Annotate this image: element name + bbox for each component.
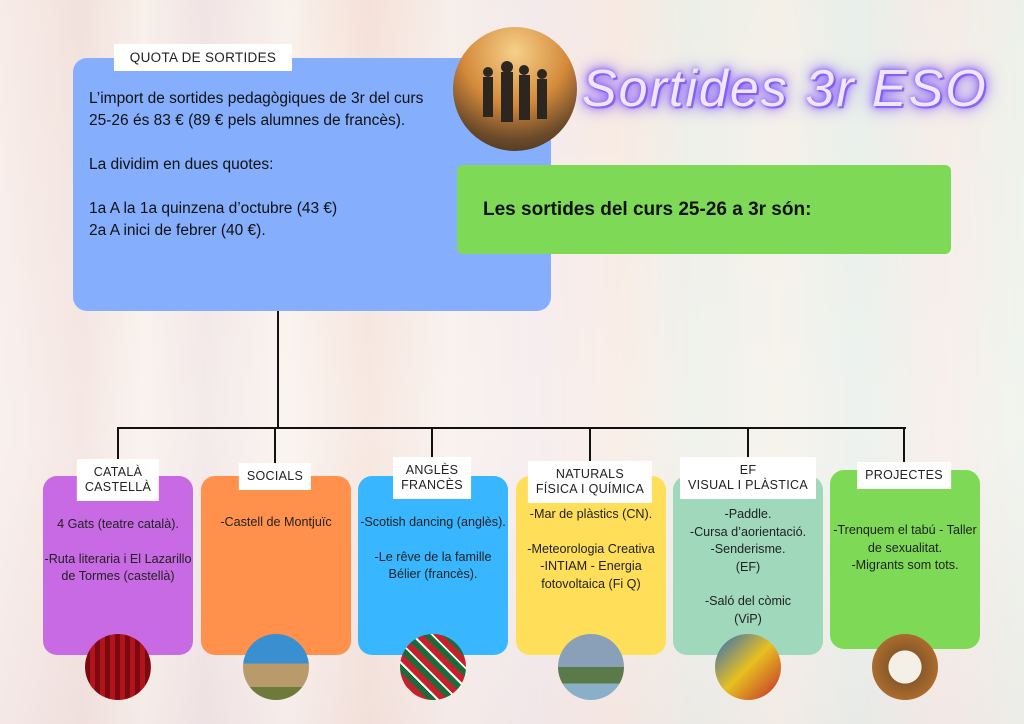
hikers-icon — [483, 61, 547, 122]
connector — [277, 311, 279, 429]
subject-card: -Trenquem el tabú - Taller de sexualitat… — [830, 470, 980, 649]
activity-item: -Scotish dancing (anglès). — [360, 515, 506, 529]
subject-label: EF VISUAL I PLÀSTICA — [680, 457, 816, 499]
subject-card: -Scotish dancing (anglès). -Le rêve de la… — [358, 476, 508, 655]
subject-card: -Castell de Montjuïc — [201, 476, 351, 655]
activity-item: -Paddle. -Cursa d’aorientació. -Senderis… — [689, 507, 807, 574]
comic-photo — [715, 634, 781, 700]
quota-text-1: L’import de sortides pedagògiques de 3r … — [89, 90, 424, 129]
activity-item: -Meteorologia Creativa -INTIAM - Energia… — [527, 541, 655, 591]
subject-card: -Paddle. -Cursa d’aorientació. -Senderis… — [673, 476, 823, 655]
connector — [274, 428, 276, 463]
connector — [589, 428, 591, 461]
activity-item: -Mar de plàstics (CN). — [529, 507, 653, 521]
activity-item: -Saló del còmic (ViP) — [704, 594, 792, 626]
rainbow-photo — [558, 634, 624, 700]
headline-box: Les sortides del curs 25-26 a 3r són: — [457, 165, 951, 254]
activity-item: 4 Gats (teatre català). — [57, 517, 179, 531]
castle-photo — [243, 634, 309, 700]
subject-label: PROJECTES — [857, 462, 951, 489]
quota-label: QUOTA DE SORTIDES — [114, 44, 292, 71]
connector — [431, 428, 433, 457]
theatre-curtain-photo — [85, 634, 151, 700]
connector — [747, 428, 749, 457]
connector — [903, 428, 905, 462]
subject-card: -Mar de plàstics (CN). -Meteorologia Crea… — [516, 476, 666, 655]
headline: Les sortides del curs 25-26 a 3r són: — [483, 198, 812, 220]
subject-label: CATALÀ CASTELLÀ — [76, 459, 160, 501]
subject-label: SOCIALS — [238, 463, 312, 490]
connector — [117, 427, 906, 429]
page-title: Sortides 3r ESO — [582, 60, 988, 118]
activity-item: -Castell de Montjuïc — [220, 515, 332, 529]
subject-card: 4 Gats (teatre català). -Ruta literaria i… — [43, 476, 193, 655]
connector — [117, 428, 119, 459]
quota-line-1: 1a A la 1a quinzena d’octubre (43 €) — [89, 200, 338, 217]
subject-label: ANGLÈS FRANCÈS — [393, 457, 471, 499]
quota-line-2: 2a A inici de febrer (40 €). — [89, 222, 266, 239]
project-note-photo — [872, 634, 938, 700]
quota-text-2: La dividim en dues quotes: — [89, 156, 274, 173]
subject-label: NATURALS FÍSICA I QUÍMICA — [527, 461, 653, 503]
activity-item: -Trenquem el tabú - Taller de sexualitat… — [833, 523, 977, 572]
scottish-tartan-photo — [400, 634, 466, 700]
activity-item: -Le rêve de la famille Bélier (francès). — [374, 549, 492, 582]
activity-item: -Ruta literaria i El Lazarillo de Tormes… — [44, 551, 192, 584]
hikers-photo — [453, 27, 577, 151]
